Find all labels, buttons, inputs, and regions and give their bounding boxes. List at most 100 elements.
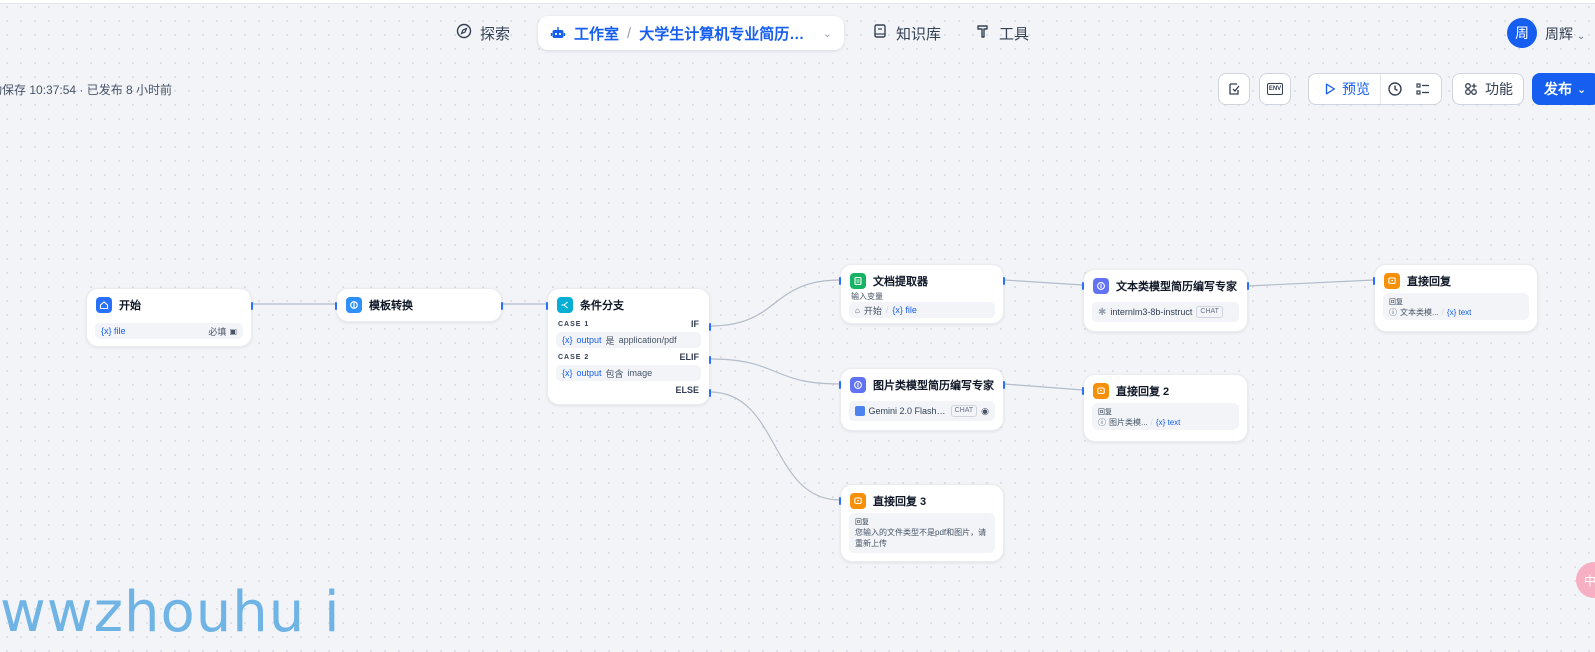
app-name[interactable]: 大学生计算机专业简历美化助手 <box>639 25 811 43</box>
env-button[interactable]: ENV <box>1259 73 1291 105</box>
output-handle[interactable] <box>1247 282 1249 290</box>
node-reply2[interactable]: 直接回复 2 回复 ⓘ 图片类模... / {x} text <box>1082 374 1248 442</box>
avatar[interactable]: 周 <box>1507 18 1537 48</box>
input-handle[interactable] <box>335 302 337 310</box>
play-icon <box>1323 82 1337 96</box>
reply1-var: {x} text <box>1446 308 1472 317</box>
history-button[interactable] <box>1381 81 1409 97</box>
nav-studio-label[interactable]: 工作室 <box>574 25 620 43</box>
node-reply1[interactable]: 直接回复 回复 ⓘ 文本类模... / {x} text <box>1373 264 1538 332</box>
image-model-row[interactable]: Gemini 2.0 Flash Exp CHAT ◉ <box>849 401 995 421</box>
image-model-mode: CHAT <box>950 405 978 417</box>
node-reply2-header: 直接回复 2 <box>1093 383 1169 399</box>
reply1-src: 文本类模... <box>1400 308 1439 317</box>
node-reply1-header: 直接回复 <box>1384 273 1451 289</box>
text-model-name: internlm3-8b-instruct <box>1110 307 1193 317</box>
run-log-button[interactable] <box>1409 81 1437 97</box>
node-start[interactable]: 开始 {x} file 必填 ▣ <box>86 288 253 347</box>
preview-button[interactable]: 预览 <box>1309 74 1381 104</box>
robot-icon <box>550 25 566 41</box>
node-branch-header: 条件分支 <box>557 297 624 313</box>
case1-condition[interactable]: {x} output 是 application/pdf <box>556 332 701 348</box>
output-handle[interactable] <box>501 302 503 310</box>
input-handle[interactable] <box>546 302 548 310</box>
reply2-src: 图片类模... <box>1109 418 1148 427</box>
input-handle[interactable] <box>1082 387 1084 395</box>
hammer-icon <box>975 23 991 43</box>
node-image-header: 图片类模型简历编写专家 <box>850 377 994 393</box>
start-var: {x} file <box>101 326 126 336</box>
llm-icon <box>1093 278 1109 294</box>
chevron-down-icon[interactable]: ⌄ <box>822 27 832 40</box>
node-start-title: 开始 <box>119 300 141 312</box>
nav-explore[interactable]: 探索 <box>456 16 510 50</box>
template-icon <box>346 297 362 313</box>
checklist-icon <box>1226 81 1242 97</box>
node-reply1-title: 直接回复 <box>1407 276 1451 288</box>
text-model-row[interactable]: ✱ internlm3-8b-instruct CHAT <box>1092 302 1239 322</box>
username: 周辉 <box>1545 26 1573 42</box>
save-status: 自动保存 10:37:54 · 已发布 8 小时前 <box>0 83 173 97</box>
node-text-title: 文本类模型简历编写专家 <box>1116 281 1237 293</box>
float-label: 中 <box>1584 573 1595 588</box>
doc-src-node: 开始 <box>863 305 882 316</box>
case2-var-icon: {x} <box>562 368 573 378</box>
reply2-label: 回复 <box>1098 409 1112 416</box>
case1-var-icon: {x} <box>562 335 573 345</box>
separator-icon: / <box>885 305 889 315</box>
edge-doc-text <box>1003 279 1084 286</box>
node-branch[interactable]: 条件分支 CASE 1 IF {x} output 是 application/… <box>546 288 711 405</box>
doc-var: {x} file <box>892 305 917 315</box>
nav-knowledge-label: 知识库 <box>896 25 942 43</box>
if-handle[interactable] <box>709 323 711 331</box>
node-image-title: 图片类模型简历编写专家 <box>873 380 994 392</box>
edge-image-reply2 <box>1003 383 1084 391</box>
output-handle[interactable] <box>1003 381 1005 389</box>
input-var-label: 输入变量 <box>851 292 883 301</box>
floating-assistant-button[interactable]: 中 <box>1576 562 1595 598</box>
input-handle[interactable] <box>839 497 841 505</box>
model-icon: ✱ <box>1098 306 1107 318</box>
breadcrumb-separator: / <box>627 24 632 42</box>
node-doc-extractor[interactable]: 文档提取器 输入变量 ⌂ 开始 / {x} file <box>839 264 1005 324</box>
node-template-title: 模板转换 <box>369 300 413 312</box>
elif-handle[interactable] <box>709 356 711 364</box>
reply-icon <box>1384 273 1400 289</box>
branch-icon <box>557 297 573 313</box>
reply3-line2: 重新上传 <box>855 539 887 548</box>
env-icon: ENV <box>1266 83 1284 95</box>
input-handle[interactable] <box>1373 277 1375 285</box>
case2-condition[interactable]: {x} output 包含 image <box>556 365 701 381</box>
nav-tools[interactable]: 工具 <box>975 16 1029 50</box>
case1-value: application/pdf <box>618 335 677 345</box>
else-tag: ELSE <box>675 385 699 395</box>
features-button[interactable]: 功能 <box>1452 73 1524 105</box>
reply2-var: {x} text <box>1155 418 1181 427</box>
output-handle[interactable] <box>251 302 253 310</box>
user-menu[interactable]: 周辉 ⌄ <box>1545 24 1585 44</box>
input-handle[interactable] <box>839 277 841 285</box>
case1-var: output <box>576 335 602 345</box>
output-handle[interactable] <box>1003 277 1005 285</box>
node-template[interactable]: 模板转换 <box>335 288 503 322</box>
reply3-label: 回复 <box>855 519 869 526</box>
studio-breadcrumb[interactable]: 工作室 / 大学生计算机专业简历美化助手 ⌄ <box>538 16 844 50</box>
llm-icon: ⓘ <box>1389 308 1397 317</box>
nav-knowledge[interactable]: 知识库 <box>872 16 941 50</box>
else-handle[interactable] <box>709 389 711 397</box>
chevron-down-icon: ⌄ <box>1577 83 1587 96</box>
llm-icon <box>850 377 866 393</box>
file-icon: ▣ <box>229 326 237 336</box>
preview-label: 预览 <box>1342 81 1370 97</box>
input-handle[interactable] <box>1082 282 1084 290</box>
node-image-expert[interactable]: 图片类模型简历编写专家 Gemini 2.0 Flash Exp CHAT ◉ <box>839 368 1005 431</box>
image-model-name: Gemini 2.0 Flash Exp <box>868 406 947 416</box>
checklist-button[interactable] <box>1218 73 1250 105</box>
apps-icon <box>1463 81 1479 97</box>
top-border <box>0 0 1595 4</box>
input-handle[interactable] <box>839 381 841 389</box>
node-reply3[interactable]: 直接回复 3 回复 您输入的文件类型不是pdf和图片，请 重新上传 <box>839 484 1004 562</box>
publish-button[interactable]: 发布 ⌄ <box>1532 73 1595 105</box>
node-text-expert[interactable]: 文本类模型简历编写专家 ✱ internlm3-8b-instruct CHAT <box>1082 269 1249 332</box>
reply3-answer: 回复 您输入的文件类型不是pdf和图片，请 重新上传 <box>849 513 995 553</box>
